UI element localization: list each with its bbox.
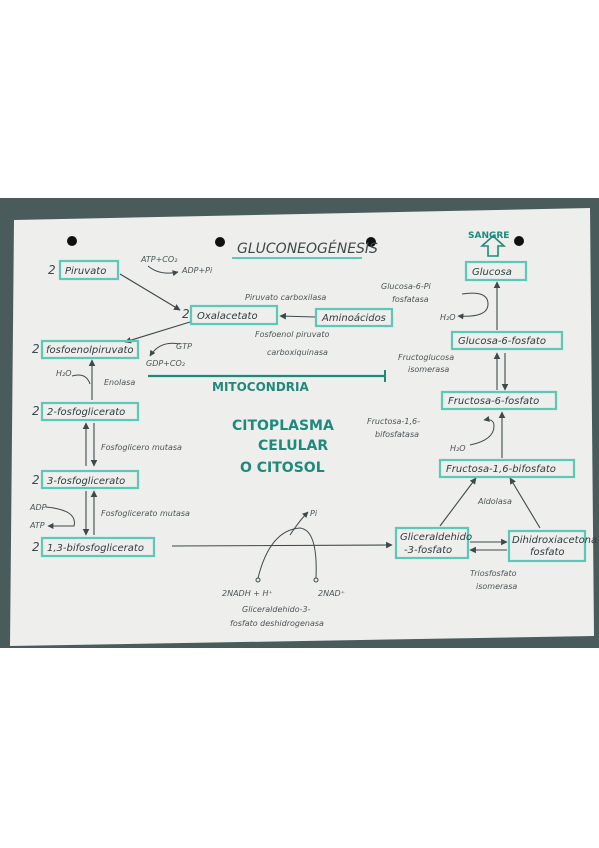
page-title: GLUCONEOGÉNESIS bbox=[237, 240, 378, 257]
cofactor-curve-pi bbox=[289, 511, 309, 536]
note-fosfoenol-1: Fosfoenol piruvato bbox=[255, 330, 329, 339]
label-gliceraldehido-1: Gliceraldehido bbox=[400, 532, 472, 543]
note-fosfoglicero-mutasa: Fosfoglicero mutasa bbox=[101, 443, 182, 452]
cofactor-curve-atp bbox=[147, 265, 179, 277]
note-enolasa: Enolasa bbox=[104, 378, 135, 387]
arrow-piruvato-oxalacetato bbox=[119, 273, 181, 311]
label-gliceraldehido-2: -3-fosfato bbox=[404, 545, 452, 556]
coef-3pg: 2 bbox=[32, 473, 40, 487]
coef-oxalacetato: 2 bbox=[182, 307, 190, 321]
arrow-oxalacetato-pep bbox=[124, 321, 191, 344]
box-glucosa-6 bbox=[450, 330, 564, 351]
blood-up-arrow-icon bbox=[479, 234, 507, 257]
cytoplasm-label-1: CITOPLASMA bbox=[232, 418, 334, 434]
label-glucosa-6: Glucosa-6-fosfato bbox=[458, 336, 546, 347]
label-glucosa: Glucosa bbox=[472, 267, 512, 278]
coef-piruvato: 2 bbox=[48, 263, 56, 277]
box-glucosa bbox=[464, 260, 528, 282]
label-dihidroxiacetona-1: Dihidroxiacetona bbox=[512, 535, 597, 546]
note-nad: 2NAD⁺ bbox=[318, 589, 345, 598]
mitochondria-label: MITOCONDRIA bbox=[212, 380, 310, 394]
note-h2o-3: H₂O bbox=[440, 313, 456, 322]
cofactor-curve-gtp bbox=[149, 342, 181, 357]
box-3pg bbox=[40, 469, 140, 490]
note-triosfosfato-1: Triosfosfato bbox=[470, 569, 517, 578]
cofactor-dot-nadh bbox=[255, 577, 261, 583]
label-fructosa-16: Fructosa-1,6-bifosfato bbox=[446, 464, 556, 475]
note-atp-co2: ATP+CO₂ bbox=[140, 255, 178, 264]
note-piruvato-carboxilasa: Piruvato carboxilasa bbox=[245, 293, 326, 302]
box-fosfoenolpiruvato bbox=[40, 339, 140, 360]
box-2pg bbox=[40, 401, 140, 422]
label-fosfoenolpiruvato: fosfoenolpiruvato bbox=[46, 345, 134, 356]
coef-2pg: 2 bbox=[32, 404, 40, 418]
label-aminoacidos: Aminoácidos bbox=[321, 312, 386, 324]
note-h2o-2: H₂O bbox=[450, 444, 466, 453]
punch-hole-2 bbox=[215, 237, 225, 247]
box-gliceraldehido bbox=[394, 526, 470, 560]
note-fructoglucosa-2: isomerasa bbox=[408, 365, 449, 374]
note-atp: ATP bbox=[29, 521, 45, 530]
punch-hole-1 bbox=[67, 236, 77, 246]
note-glucosa-fosfatasa-1: Glucosa-6-Pi bbox=[381, 282, 432, 291]
note-fructosa-bifosfatasa-2: bifosfatasa bbox=[375, 430, 419, 439]
box-oxalacetato bbox=[189, 304, 279, 326]
note-pi: Pi bbox=[310, 509, 318, 518]
note-glucosa-fosfatasa-2: fosfatasa bbox=[392, 295, 429, 304]
cofactor-curve-fbpasa bbox=[469, 416, 495, 446]
box-fructosa-6 bbox=[440, 390, 558, 411]
arrow-g3p-fbp bbox=[439, 477, 477, 527]
cytoplasm-label-2: CELULAR bbox=[258, 438, 328, 454]
note-g3p-dh-1: Gliceraldehido-3- bbox=[242, 605, 311, 614]
note-gtp: GTP bbox=[176, 342, 192, 351]
cytoplasm-label-3: O CITOSOL bbox=[240, 460, 325, 476]
note-g3p-dh-2: fosfato deshidrogenasa bbox=[230, 619, 324, 628]
cofactor-curve-h2o bbox=[71, 374, 91, 385]
box-dihidroxiacetona bbox=[507, 529, 587, 563]
coef-fosfoenolpiruvato: 2 bbox=[32, 342, 40, 356]
cofactor-curve-atp-2 bbox=[45, 506, 75, 529]
note-fructosa-bifosfatasa-1: Fructosa-1,6- bbox=[367, 417, 420, 426]
box-bpg bbox=[40, 536, 156, 558]
label-3pg: 3-fosfoglicerato bbox=[47, 476, 125, 487]
blood-label: SANGRE bbox=[468, 231, 509, 241]
note-adp-pi: ADP+Pi bbox=[181, 266, 213, 275]
note-fosfoenol-2: carboxiquinasa bbox=[267, 348, 328, 357]
label-fructosa-6: Fructosa-6-fosfato bbox=[448, 396, 539, 407]
box-fructosa-16 bbox=[438, 458, 576, 479]
note-fructoglucosa-1: Fructoglucosa bbox=[398, 353, 454, 362]
arrow-dhap-fbp bbox=[509, 477, 541, 529]
label-oxalacetato: Oxalacetato bbox=[197, 311, 258, 322]
cofactor-curve-nadh bbox=[257, 527, 317, 579]
note-h2o: H₂O bbox=[56, 369, 72, 378]
arrow-aminoacidos-oxalacetato bbox=[279, 312, 316, 320]
punch-hole-3 bbox=[366, 237, 376, 247]
coef-bpg: 2 bbox=[32, 540, 40, 554]
cofactor-dot-nad bbox=[313, 577, 319, 583]
arrow-bpg-gliceraldehido bbox=[171, 541, 393, 549]
note-triosfosfato-2: isomerasa bbox=[476, 582, 517, 591]
box-aminoacidos bbox=[314, 307, 394, 328]
note-adp: ADP bbox=[29, 503, 47, 512]
label-dihidroxiacetona-2: fosfato bbox=[530, 547, 565, 558]
note-nadph: 2NADH + H⁺ bbox=[222, 589, 273, 598]
note-gdp-co2: GDP+CO₂ bbox=[146, 359, 186, 368]
note-fosfoglicerato-mutasa: Fosfoglicerato mutasa bbox=[101, 509, 190, 518]
paper-sheet bbox=[10, 208, 594, 646]
punch-hole-4 bbox=[514, 236, 524, 246]
cofactor-curve-g6pasa bbox=[457, 292, 489, 320]
label-2pg: 2-fosfoglicerato bbox=[47, 407, 125, 418]
label-piruvato: Piruvato bbox=[65, 266, 106, 277]
note-aldolasa: Aldolasa bbox=[477, 497, 512, 506]
box-piruvato bbox=[58, 259, 120, 281]
label-bpg: 1,3-bifosfoglicerato bbox=[47, 543, 144, 554]
